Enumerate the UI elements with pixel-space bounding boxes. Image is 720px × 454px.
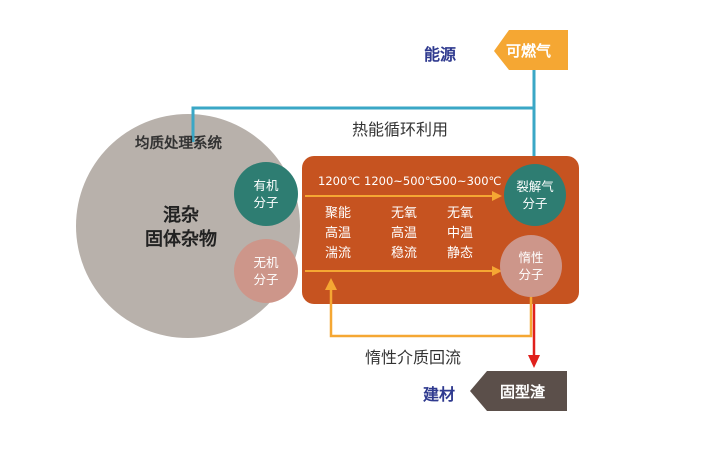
- zone-2-desc: 无氧 高温 稳流: [390, 206, 417, 261]
- temp-zone-2: 1200~500℃: [364, 174, 438, 188]
- slag-label: 固型渣: [500, 383, 546, 401]
- heat-loop-line: [191, 106, 536, 165]
- mixed-solid-label: 混杂 固体杂物: [145, 205, 217, 250]
- inert-return-label: 惰性介质回流: [365, 348, 462, 367]
- gas-badge: [494, 30, 568, 70]
- material-label: 建材: [423, 385, 456, 404]
- slag-down-arrowhead: [528, 355, 540, 368]
- homog-system-label: 均质处理系统: [135, 136, 222, 152]
- organic-molecule-circle: [234, 162, 298, 226]
- gas-label: 可燃气: [506, 42, 552, 60]
- inert-return-line: [329, 289, 533, 338]
- slag-badge: [470, 371, 567, 411]
- zone-1-desc: 聚能 高温 湍流: [324, 206, 351, 261]
- inorganic-label: 无机 分子: [253, 255, 279, 287]
- temp-zone-3: 500~300℃: [435, 174, 502, 188]
- inert-molecule-circle: [500, 235, 562, 297]
- zone-3-desc: 无氧 中温 静态: [446, 206, 473, 261]
- cracked-gas-label: 裂解气 分子: [516, 179, 554, 211]
- inert-molecule-label: 惰性 分子: [518, 250, 544, 282]
- inorganic-molecule-circle: [234, 239, 298, 303]
- temp-zone-1: 1200℃: [318, 174, 361, 188]
- energy-label: 能源: [424, 45, 457, 64]
- heat-loop-label: 热能循环利用: [352, 120, 449, 139]
- organic-label: 有机 分子: [253, 178, 279, 210]
- inert-return-arrowhead: [325, 278, 337, 290]
- flow-arrow-top-head: [492, 191, 502, 201]
- flow-arrow-bottom-head: [492, 266, 502, 276]
- cracked-gas-circle: [504, 164, 566, 226]
